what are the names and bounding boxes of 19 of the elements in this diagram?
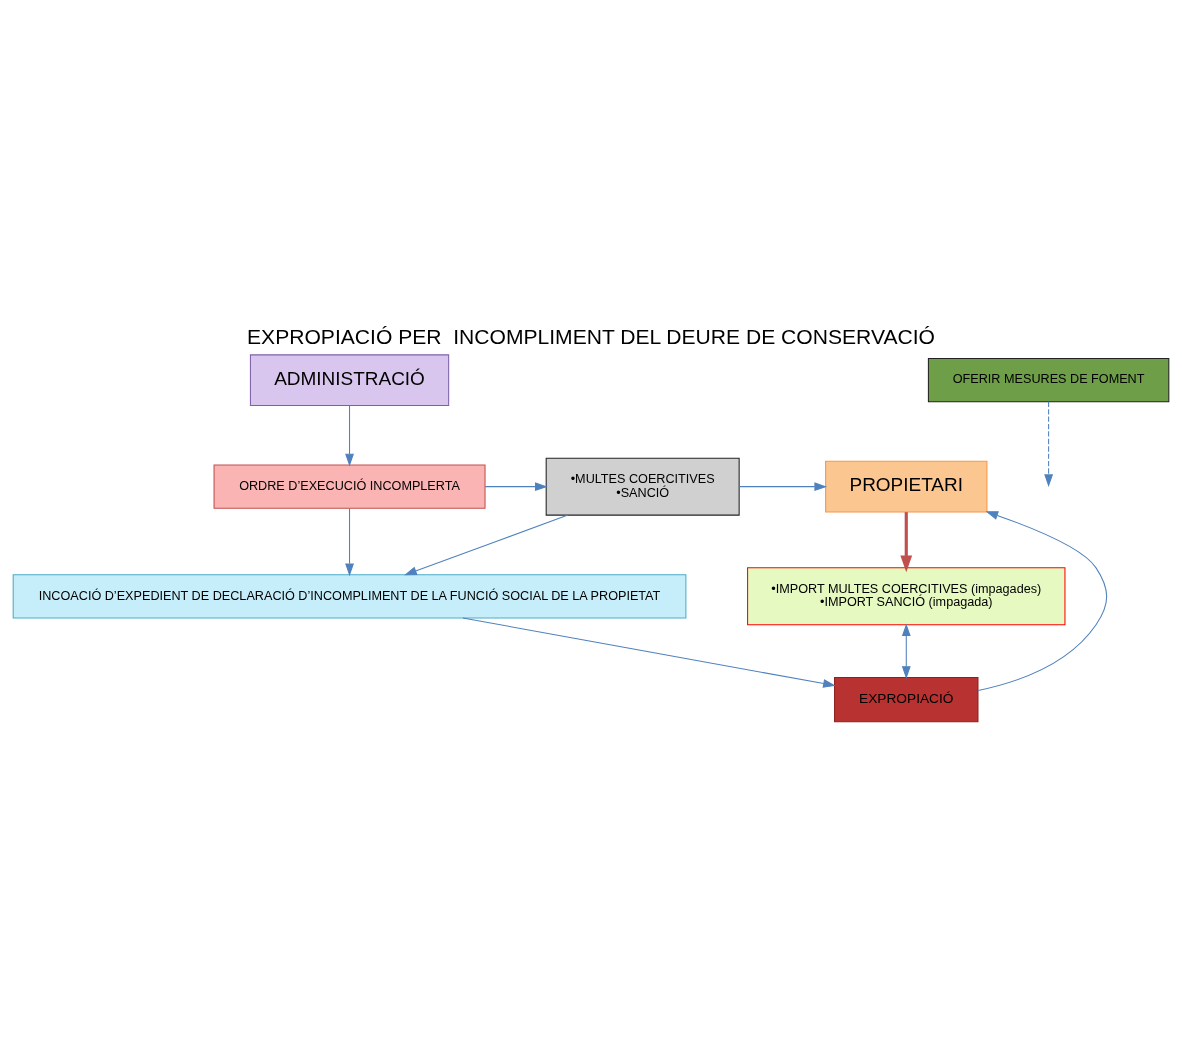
arrow	[1044, 401, 1054, 488]
node-box: ADMINISTRACIÓ	[249, 354, 450, 406]
arrow	[404, 514, 569, 576]
arrow	[977, 511, 1108, 692]
arrow	[345, 405, 354, 467]
arrow	[901, 623, 911, 679]
arrow	[900, 512, 913, 573]
node-box: ORDRE D’EXECUCIÓ INCOMPLERTA	[213, 464, 486, 509]
node-box: •MULTES COERCITIVES •SANCIÓ	[545, 457, 740, 516]
node-box: INCOACIÓ D’EXPEDIENT DE DECLARACIÓ D’INCOMPLIMENT DE LA FUNCIÓ SOCIAL DE LA PROPIETAT	[12, 574, 687, 619]
arrow	[462, 617, 836, 688]
node-box: •IMPORT MULTES COERCITIVES (impagades) •IMPORT SANCIÓ (impagada)	[747, 567, 1066, 626]
arrow	[345, 507, 354, 577]
node-box: OFERIR MESURES DE FOMENT	[927, 358, 1170, 403]
node-box: PROPIETARI	[825, 460, 988, 513]
diagram-title: EXPROPIACIÓ PER INCOMPLIMENT DEL DEURE DE CONSERVACIÓ	[247, 325, 935, 349]
arrow	[738, 482, 828, 492]
arrow	[484, 482, 548, 492]
node-box: EXPROPIACIÓ	[834, 676, 979, 723]
